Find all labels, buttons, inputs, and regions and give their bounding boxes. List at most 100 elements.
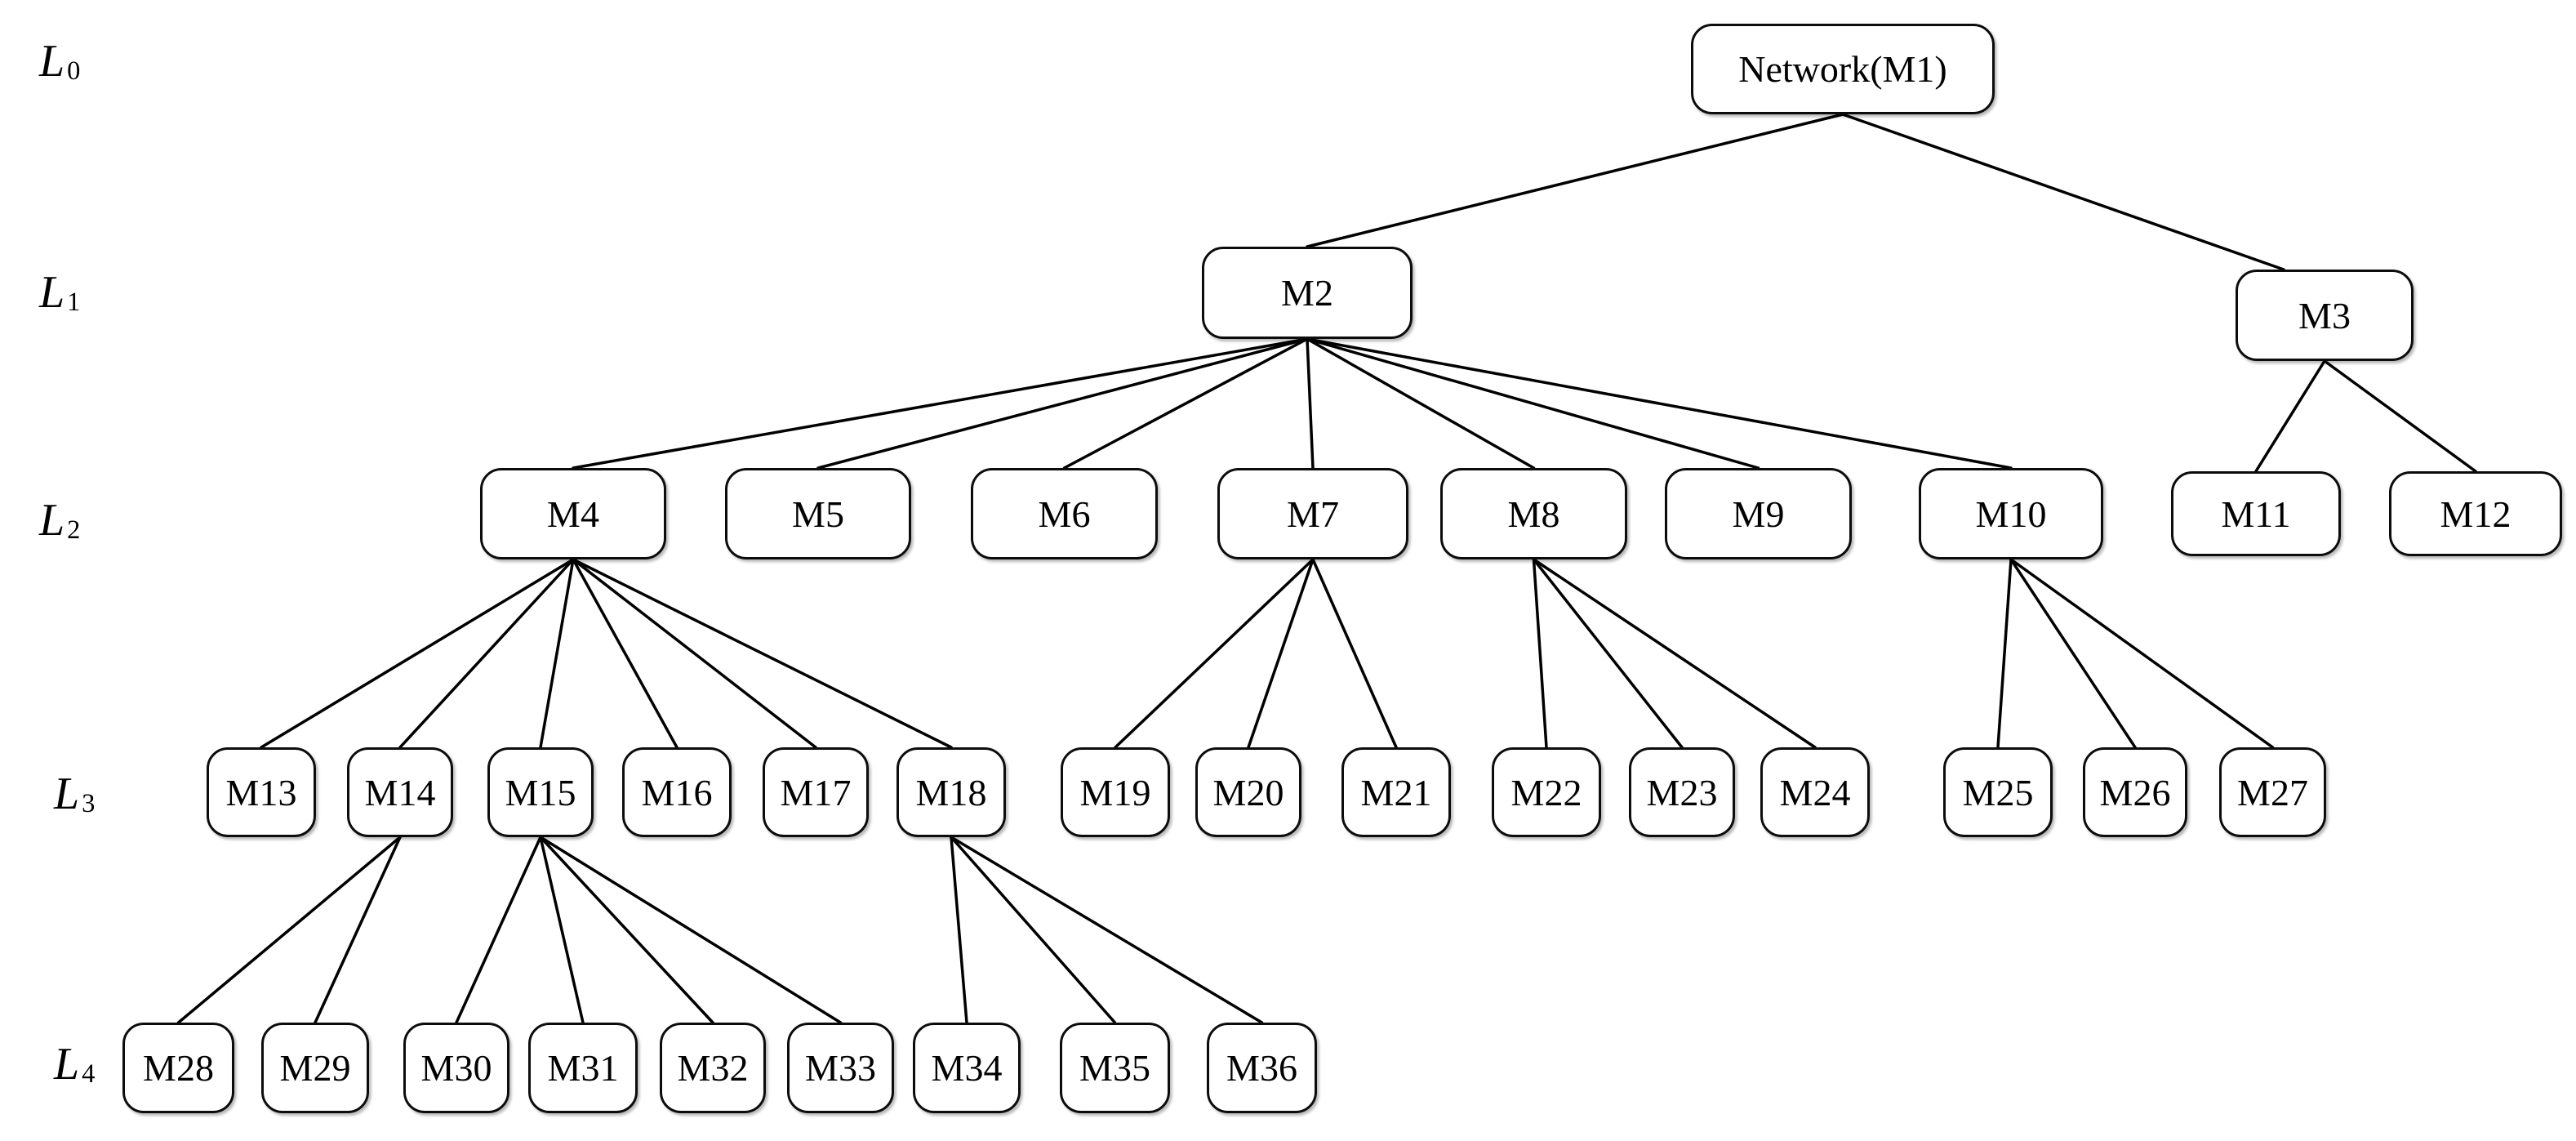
node-label-m35: M35 [1079, 1047, 1150, 1089]
edge-m2-m6 [1062, 337, 1309, 470]
edge-m14-m28 [176, 836, 402, 1024]
edge-m15-m32 [539, 836, 714, 1024]
node-m16: M16 [622, 747, 732, 837]
node-label-m29: M29 [279, 1047, 351, 1089]
edge-m10-m25 [1996, 558, 2013, 749]
level-label-subscript: 2 [67, 515, 81, 545]
edge-m4-m14 [398, 558, 575, 749]
node-m20: M20 [1195, 747, 1301, 837]
edge-m2-m7 [1306, 337, 1315, 470]
node-m18: M18 [896, 747, 1006, 837]
node-m12: M12 [2389, 471, 2562, 556]
node-label-m21: M21 [1360, 771, 1432, 813]
edge-m18-m36 [950, 836, 1264, 1024]
edge-m15-m30 [455, 836, 542, 1024]
node-m10: M10 [1919, 468, 2103, 559]
node-m15: M15 [487, 747, 594, 837]
node-label-m10: M10 [1975, 493, 2047, 535]
node-m36: M36 [1207, 1023, 1317, 1113]
node-label-m26: M26 [2099, 771, 2171, 813]
edge-m10-m26 [2009, 558, 2137, 749]
node-label-m33: M33 [805, 1047, 876, 1089]
node-label-m22: M22 [1510, 771, 1582, 813]
level-label-l2: L2 [39, 493, 80, 558]
node-m6: M6 [971, 468, 1158, 559]
edge-m15-m31 [539, 836, 585, 1024]
node-label-m2: M2 [1281, 272, 1333, 314]
level-label-letter: L [54, 1039, 81, 1090]
node-label-m32: M32 [677, 1047, 749, 1089]
node-label-m12: M12 [2440, 493, 2511, 535]
node-m17: M17 [763, 747, 869, 837]
level-label-letter: L [39, 267, 66, 318]
node-label-m31: M31 [547, 1047, 619, 1089]
node-m21: M21 [1341, 747, 1451, 837]
node-label-m17: M17 [780, 771, 852, 813]
edge-m18-m34 [950, 836, 968, 1024]
edge-m15-m33 [539, 836, 843, 1024]
node-label-m28: M28 [143, 1047, 214, 1089]
node-m25: M25 [1943, 747, 2053, 837]
level-label-subscript: 0 [67, 56, 81, 86]
edge-m1-m3 [1841, 113, 2285, 271]
node-m14: M14 [347, 747, 453, 837]
node-m11: M11 [2171, 471, 2341, 556]
node-label-m13: M13 [225, 771, 297, 813]
node-m24: M24 [1760, 747, 1870, 837]
node-label-m25: M25 [1962, 771, 2034, 813]
node-m2: M2 [1202, 247, 1413, 339]
node-label-m27: M27 [2237, 771, 2308, 813]
edge-m1-m2 [1306, 113, 1844, 248]
node-m29: M29 [261, 1023, 369, 1113]
edge-m4-m18 [572, 558, 953, 749]
node-label-m5: M5 [792, 493, 844, 535]
edge-m8-m24 [1532, 558, 1817, 749]
edge-m2-m10 [1306, 337, 2013, 470]
level-label-l0: L0 [39, 33, 80, 99]
edge-m4-m13 [260, 558, 575, 749]
node-label-m19: M19 [1079, 771, 1151, 813]
level-label-l1: L1 [39, 265, 80, 330]
level-label-l4: L4 [54, 1036, 95, 1102]
edge-m2-m5 [816, 337, 1309, 470]
node-m34: M34 [913, 1023, 1021, 1113]
node-m9: M9 [1665, 468, 1852, 559]
node-label-m15: M15 [505, 771, 576, 813]
level-label-subscript: 3 [82, 788, 96, 818]
edge-m8-m22 [1532, 558, 1548, 749]
edge-m4-m16 [572, 558, 678, 749]
level-label-l3: L3 [54, 766, 95, 831]
edge-m18-m35 [950, 836, 1117, 1024]
edge-m7-m19 [1114, 558, 1315, 749]
node-label-m20: M20 [1212, 771, 1284, 813]
edge-m2-m9 [1306, 337, 1760, 470]
node-m19: M19 [1061, 747, 1170, 837]
level-label-letter: L [54, 769, 81, 819]
node-m32: M32 [660, 1023, 766, 1113]
node-label-m1: Network(M1) [1738, 48, 1947, 90]
edge-m3-m12 [2323, 359, 2477, 473]
node-m30: M30 [403, 1023, 509, 1113]
node-m33: M33 [787, 1023, 894, 1113]
node-m3: M3 [2236, 270, 2414, 361]
node-label-m30: M30 [420, 1047, 492, 1089]
node-label-m23: M23 [1646, 771, 1718, 813]
edge-m4-m15 [539, 558, 575, 749]
edge-m14-m29 [314, 836, 402, 1024]
node-m22: M22 [1492, 747, 1601, 837]
node-m27: M27 [2219, 747, 2326, 837]
edge-m7-m21 [1311, 558, 1398, 749]
level-label-letter: L [39, 36, 66, 87]
node-m35: M35 [1060, 1023, 1170, 1113]
node-m1: Network(M1) [1691, 24, 1995, 114]
node-label-m4: M4 [547, 493, 599, 535]
node-m5: M5 [725, 468, 911, 559]
node-m4: M4 [480, 468, 666, 559]
node-m31: M31 [528, 1023, 638, 1113]
node-label-m8: M8 [1507, 493, 1560, 535]
node-label-m16: M16 [641, 771, 713, 813]
node-m28: M28 [122, 1023, 234, 1113]
level-label-subscript: 1 [67, 287, 81, 317]
